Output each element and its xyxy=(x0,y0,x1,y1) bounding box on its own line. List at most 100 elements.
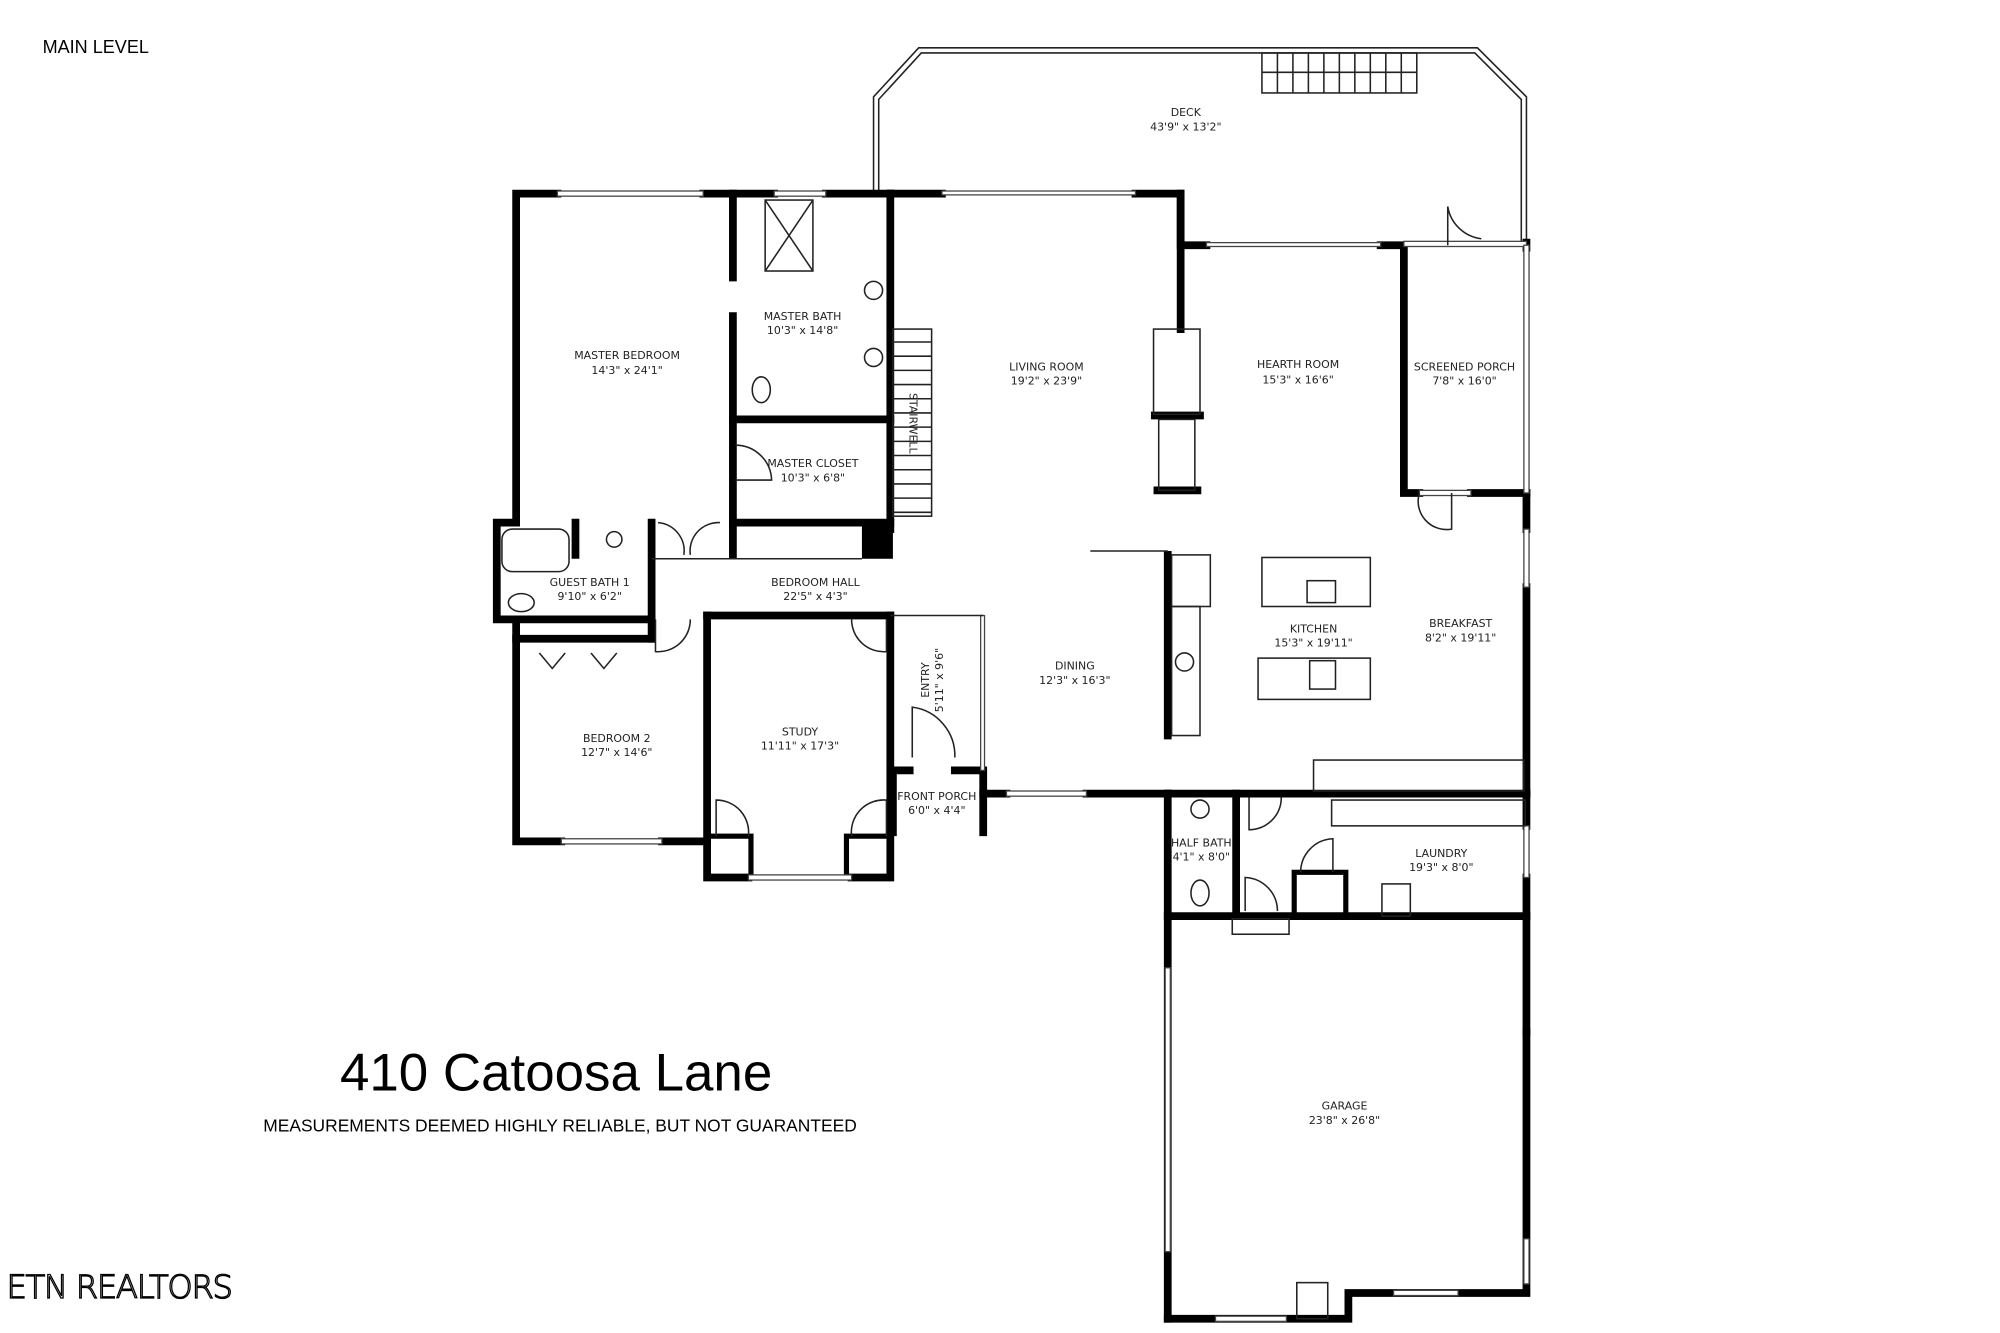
breakfast-counter xyxy=(1312,759,1525,792)
disclaimer: MEASUREMENTS DEEMED HIGHLY RELIABLE, BUT… xyxy=(263,1116,857,1136)
svg-text:DINING: DINING xyxy=(1055,660,1095,673)
door-swing xyxy=(911,706,956,758)
door-swing xyxy=(1244,876,1279,912)
laundry-counter xyxy=(1330,799,1526,827)
sink-icon xyxy=(863,347,884,368)
shower xyxy=(764,199,814,272)
svg-text:10'3" x 6'8": 10'3" x 6'8" xyxy=(781,471,845,484)
door-swing xyxy=(1446,206,1482,246)
svg-text:8'2" x 19'11": 8'2" x 19'11" xyxy=(1425,631,1496,644)
svg-text:MASTER BATH: MASTER BATH xyxy=(764,310,842,323)
svg-text:15'3" x 16'6": 15'3" x 16'6" xyxy=(1262,373,1333,386)
room-label-guest-bath-1: GUEST BATH 19'10" x 6'2" xyxy=(550,576,630,603)
svg-text:MASTER CLOSET: MASTER CLOSET xyxy=(767,457,858,470)
svg-text:KITCHEN: KITCHEN xyxy=(1290,622,1337,635)
brand-logo: ETN REALTORS xyxy=(6,1268,231,1306)
door-swing xyxy=(1299,837,1334,873)
room-label-kitchen: KITCHEN 15'3" x 19'11" xyxy=(1274,622,1352,649)
level-label: MAIN LEVEL xyxy=(43,37,149,57)
toilet-icon xyxy=(751,376,772,404)
room-label-stairwell: STAIRWELL xyxy=(907,393,920,455)
closet-bifold xyxy=(538,652,618,670)
svg-text:BEDROOM 2: BEDROOM 2 xyxy=(583,732,651,745)
kitchen-island xyxy=(1261,556,1372,608)
door-swing xyxy=(850,619,888,653)
chase-column xyxy=(861,522,893,559)
door-swing xyxy=(850,799,888,837)
bathtub-icon xyxy=(501,528,570,573)
svg-text:19'3" x 8'0": 19'3" x 8'0" xyxy=(1409,861,1473,874)
svg-text:6'0" x 4'4": 6'0" x 4'4" xyxy=(908,804,965,817)
svg-text:14'3" x 24'1": 14'3" x 24'1" xyxy=(591,364,662,377)
stairwell-stairs xyxy=(892,328,933,517)
door-swing xyxy=(1248,797,1283,831)
garage-steps xyxy=(1231,917,1290,936)
toilet-icon xyxy=(507,592,535,613)
svg-text:BEDROOM HALL: BEDROOM HALL xyxy=(771,576,860,589)
svg-text:MASTER BEDROOM: MASTER BEDROOM xyxy=(574,349,680,362)
svg-text:GUEST BATH 1: GUEST BATH 1 xyxy=(550,576,630,589)
svg-text:LAUNDRY: LAUNDRY xyxy=(1415,847,1467,860)
windows xyxy=(556,190,1530,1322)
svg-text:19'2" x 23'9": 19'2" x 23'9" xyxy=(1011,375,1082,388)
svg-text:ENTRY: ENTRY xyxy=(919,662,932,698)
svg-text:43'9" x 13'2": 43'9" x 13'2" xyxy=(1150,120,1221,133)
toilet-icon xyxy=(1190,879,1210,907)
walls xyxy=(492,189,1531,1323)
svg-text:LIVING ROOM: LIVING ROOM xyxy=(1009,360,1084,373)
door-swing xyxy=(657,521,721,555)
room-label-screened-porch: SCREENED PORCH 7'8" x 16'0" xyxy=(1414,360,1515,387)
svg-text:BREAKFAST: BREAKFAST xyxy=(1429,617,1492,630)
svg-text:HALF BATH: HALF BATH xyxy=(1171,837,1232,850)
svg-text:7'8" x 16'0": 7'8" x 16'0" xyxy=(1432,375,1496,388)
svg-text:11'11" x 17'3": 11'11" x 17'3" xyxy=(761,740,839,753)
svg-text:FRONT PORCH: FRONT PORCH xyxy=(897,790,976,803)
door-swing xyxy=(735,444,773,481)
svg-text:4'1" x 8'0": 4'1" x 8'0" xyxy=(1173,851,1230,864)
svg-text:23'8" x 26'8": 23'8" x 26'8" xyxy=(1309,1114,1380,1127)
svg-text:9'10" x 6'2": 9'10" x 6'2" xyxy=(557,590,621,603)
kitchen-sink-icon xyxy=(1306,579,1337,604)
fixtures xyxy=(501,199,1526,1320)
property-address: 410 Catoosa Lane xyxy=(340,1043,772,1102)
door-swing xyxy=(715,799,750,837)
room-label-hearth-room: HEARTH ROOM 15'3" x 16'6" xyxy=(1257,358,1339,386)
door-swing xyxy=(1417,492,1453,531)
svg-text:HEARTH ROOM: HEARTH ROOM xyxy=(1257,358,1339,371)
door-swing xyxy=(654,619,692,653)
deck-stairs xyxy=(1261,52,1418,94)
svg-text:22'5" x 4'3": 22'5" x 4'3" xyxy=(783,590,847,603)
svg-text:5'11" x 9'6": 5'11" x 9'6" xyxy=(933,648,946,712)
deck-outline xyxy=(872,47,1528,246)
kitchen-island-cooktop xyxy=(1257,657,1372,701)
room-label-bedroom-2: BEDROOM 212'7" x 14'6" xyxy=(581,732,652,759)
fireplace xyxy=(1152,328,1201,492)
svg-text:12'3" x 16'3": 12'3" x 16'3" xyxy=(1039,674,1110,687)
svg-text:GARAGE: GARAGE xyxy=(1322,1100,1368,1113)
sink-icon xyxy=(863,280,884,301)
svg-text:15'3" x 19'11": 15'3" x 19'11" xyxy=(1274,637,1352,650)
svg-text:10'3" x 14'8": 10'3" x 14'8" xyxy=(767,324,838,337)
svg-text:12'7" x 14'6": 12'7" x 14'6" xyxy=(581,746,652,759)
cooktop-icon xyxy=(1308,659,1337,690)
svg-text:STUDY: STUDY xyxy=(782,726,818,739)
sink-icon xyxy=(1190,799,1210,819)
room-label-living-room: LIVING ROOM 19'2" x 23'9" xyxy=(1009,360,1084,387)
svg-text:SCREENED PORCH: SCREENED PORCH xyxy=(1414,360,1515,373)
sink-icon xyxy=(1174,652,1195,672)
sink-icon xyxy=(605,530,623,548)
